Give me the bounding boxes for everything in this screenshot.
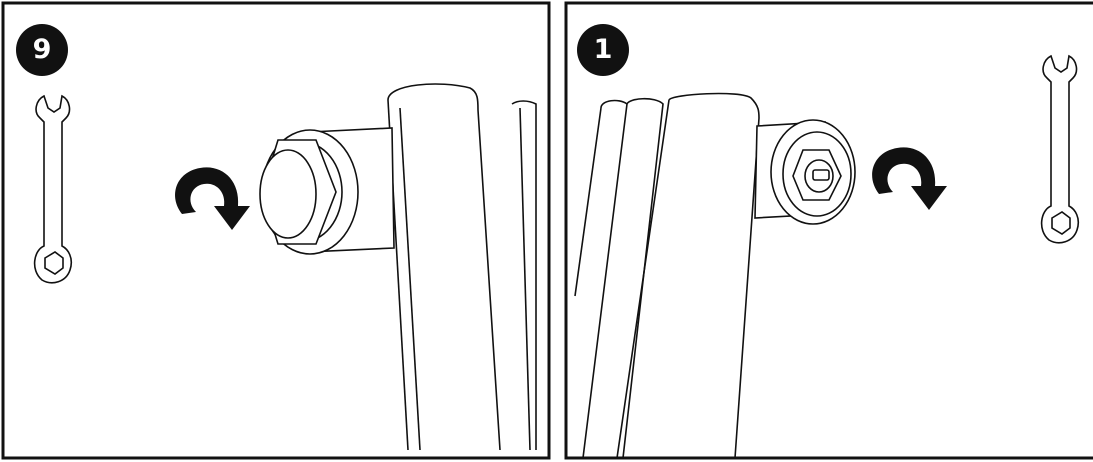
valve-fitting bbox=[259, 127, 395, 255]
step-number-badge: 1 bbox=[577, 24, 629, 76]
radiator-column bbox=[574, 92, 760, 459]
valve-fitting bbox=[754, 119, 856, 225]
panel-frame bbox=[564, 1, 1093, 460]
step-panel-1: 1 bbox=[563, 0, 1093, 462]
step-panel-9: 9 bbox=[1, 1, 551, 460]
clockwise-arrow-icon bbox=[175, 167, 250, 230]
wrench-icon bbox=[33, 94, 73, 284]
step-1-illustration: 1 bbox=[564, 1, 1093, 460]
wrench-icon bbox=[1040, 54, 1080, 244]
step-number-badge: 9 bbox=[16, 24, 68, 76]
step-9-illustration: 9 bbox=[1, 1, 551, 460]
clockwise-arrow-icon bbox=[872, 147, 947, 210]
